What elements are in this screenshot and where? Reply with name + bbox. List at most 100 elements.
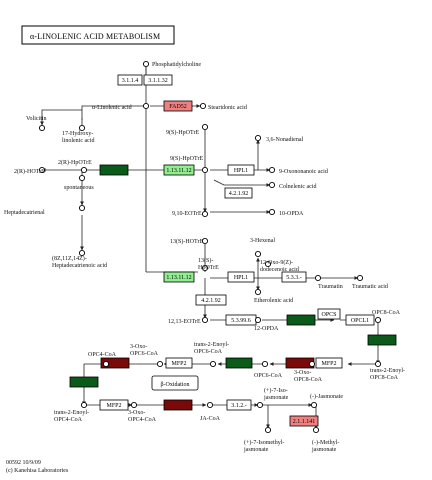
enzyme-box-e4[interactable] <box>99 164 129 176</box>
enzyme-box-e21[interactable] <box>100 357 130 369</box>
compound-node[interactable] <box>312 426 320 434</box>
compound-c33[interactable]: OPC4-CoA <box>88 352 117 368</box>
compound-c8[interactable]: spontaneous <box>64 174 94 191</box>
compound-node[interactable] <box>201 316 209 324</box>
compound-c29[interactable]: 3-Oxo-OPC8-CoA <box>294 360 323 383</box>
compound-node[interactable] <box>142 102 150 110</box>
compound-node[interactable] <box>199 102 207 110</box>
compound-c15[interactable]: Colnelenic acid <box>268 181 317 190</box>
enzyme-box-e19[interactable] <box>225 357 253 369</box>
compound-c25[interactable]: 12,13-EOTrE <box>168 316 209 325</box>
enzyme-box-e5[interactable]: 1.13.11.12 <box>163 164 195 176</box>
enzyme-box-e15[interactable]: OPCL1 <box>345 314 375 326</box>
enzyme-box-e11[interactable]: 4.2.1.92 <box>195 294 227 306</box>
compound-c37[interactable]: (+)-7-Iso-jasmonate <box>256 387 289 409</box>
compound-node[interactable] <box>268 208 276 216</box>
compound-c14[interactable]: 9-Oxononanoic acid <box>268 166 328 175</box>
enzyme-box-e17[interactable]: MFP2 <box>315 357 343 369</box>
compound-c17[interactable]: 10-OPDA <box>268 208 304 217</box>
compound-node[interactable] <box>356 274 364 282</box>
compound-c13[interactable]: 3,6-Nonadienal <box>254 134 303 143</box>
compound-node[interactable] <box>264 426 272 434</box>
compound-c19[interactable]: 3-Hexenal <box>250 238 275 258</box>
compound-c35[interactable]: 3-Oxo-OPC4-CoA <box>128 401 157 423</box>
compound-node[interactable] <box>268 166 276 174</box>
compound-c9[interactable]: Heptadecatrienal <box>4 204 86 216</box>
compound-node[interactable] <box>78 174 86 182</box>
compound-c40[interactable]: (-)-Methyl-jasmonate <box>311 426 339 453</box>
compound-node[interactable] <box>314 274 322 282</box>
compound-c4[interactable]: Volicitin <box>26 116 47 132</box>
enzyme-box-e2[interactable]: 3.1.1.32 <box>143 74 173 86</box>
enzyme-box-e20[interactable]: MFP2 <box>165 357 193 369</box>
compound-c30[interactable]: OPC6-CoA <box>254 360 283 379</box>
compound-c3[interactable]: Stearidonic acid <box>199 102 247 111</box>
compound-node[interactable] <box>38 124 46 132</box>
compound-c27[interactable]: OPC8-CoA <box>372 310 401 324</box>
compound-c24[interactable]: Etherolenic acid <box>254 288 293 304</box>
compound-c39[interactable]: (+)-7-Isomethyl-jasmonate <box>243 426 284 453</box>
compound-node[interactable] <box>374 360 382 368</box>
compound-c31[interactable]: trans-2-Enoyl-OPC6-CoA <box>194 342 229 368</box>
compound-node[interactable] <box>206 401 214 409</box>
compound-c6[interactable]: 2(R)-HpOTrE <box>58 159 92 174</box>
compound-c16[interactable]: 9,10-EOTrE <box>172 210 209 218</box>
map-link-beta-oxidation[interactable]: β-Oxidation <box>151 375 199 391</box>
compound-node[interactable] <box>256 401 264 409</box>
enzyme-box-e13[interactable] <box>286 314 316 326</box>
compound-c10[interactable]: (8Z,11Z,14Z)-Heptadecatrienoic acid <box>52 249 107 269</box>
compound-c21[interactable]: 12-Oxo-9(Z)-dodecenoic acid <box>260 259 299 273</box>
compound-c22[interactable]: Traumatin <box>314 274 343 290</box>
compound-node[interactable] <box>201 264 209 272</box>
enzyme-box-e10[interactable]: 5.3.3.- <box>281 271 307 283</box>
compound-node[interactable] <box>268 181 276 189</box>
enzyme-box-e24[interactable] <box>163 399 193 411</box>
compound-node[interactable] <box>38 166 46 174</box>
compound-node[interactable] <box>254 316 262 324</box>
compound-node[interactable] <box>201 210 209 218</box>
enzyme-box-e12[interactable]: 5.3.99.6 <box>225 314 257 326</box>
enzyme-box-e14[interactable]: OPCS <box>317 308 341 320</box>
compound-c32[interactable]: 3-Oxo-OPC6-CoA <box>130 344 164 368</box>
enzyme-box-e22[interactable] <box>69 376 99 388</box>
compound-node[interactable] <box>78 124 86 132</box>
compound-node[interactable] <box>142 60 150 68</box>
compound-node[interactable] <box>156 360 164 368</box>
enzyme-box-e6[interactable]: HPL1 <box>227 164 255 176</box>
compound-c5[interactable]: 17-Hydroxy-linolenic acid <box>62 124 95 144</box>
compound-node[interactable] <box>254 288 262 296</box>
compound-c23[interactable]: Traumatic acid <box>352 274 388 290</box>
compound-c34[interactable]: trans-2-Enoyl-OPC4-CoA <box>54 401 89 423</box>
compound-node[interactable] <box>80 401 88 409</box>
compound-c26[interactable]: 12-OPDA <box>254 316 279 332</box>
compound-node[interactable] <box>264 260 272 268</box>
compound-c38[interactable]: (-)-Jasmonate <box>310 393 343 409</box>
compound-c2[interactable]: α-Linolenic acid <box>92 102 150 111</box>
compound-node[interactable] <box>374 316 382 324</box>
compound-node[interactable] <box>80 166 88 174</box>
enzyme-box-e7[interactable]: 4.2.1.92 <box>224 187 253 199</box>
compound-node[interactable] <box>78 204 86 212</box>
compound-c7[interactable]: 2(R)-HOTrE <box>14 166 46 175</box>
compound-node[interactable] <box>209 360 217 368</box>
enzyme-box-e3[interactable]: FAD52 <box>163 100 193 112</box>
compound-c36[interactable]: JA-CoA <box>200 401 221 422</box>
compound-c11[interactable]: 9(S)-HpOTrE <box>166 123 209 136</box>
enzyme-box-e25[interactable]: 3.1.2.- <box>226 399 252 411</box>
enzyme-box-e16[interactable] <box>367 334 397 346</box>
enzyme-box-e9[interactable]: HPL1 <box>227 271 255 283</box>
compound-c28[interactable]: trans-2-Enoyl-OPC8-CoA <box>370 360 405 381</box>
compound-node[interactable] <box>254 250 262 258</box>
enzyme-box-e26[interactable]: 2.1.1.141 <box>289 415 319 427</box>
compound-c18[interactable]: 13(S)-HOTrE <box>170 237 209 245</box>
compound-node[interactable] <box>261 360 269 368</box>
enzyme-box-e8[interactable]: 1.13.11.12 <box>163 271 195 283</box>
enzyme-box-e23[interactable]: MFP2 <box>99 399 129 411</box>
compound-node[interactable] <box>201 123 209 131</box>
compound-node[interactable] <box>78 249 86 257</box>
compound-c1[interactable]: Phosphatidylcholine <box>142 60 201 68</box>
compound-node[interactable] <box>201 166 209 174</box>
compound-node[interactable] <box>102 360 110 368</box>
compound-node[interactable] <box>130 401 138 409</box>
enzyme-box-e1[interactable]: 3.1.1.4 <box>117 74 143 86</box>
